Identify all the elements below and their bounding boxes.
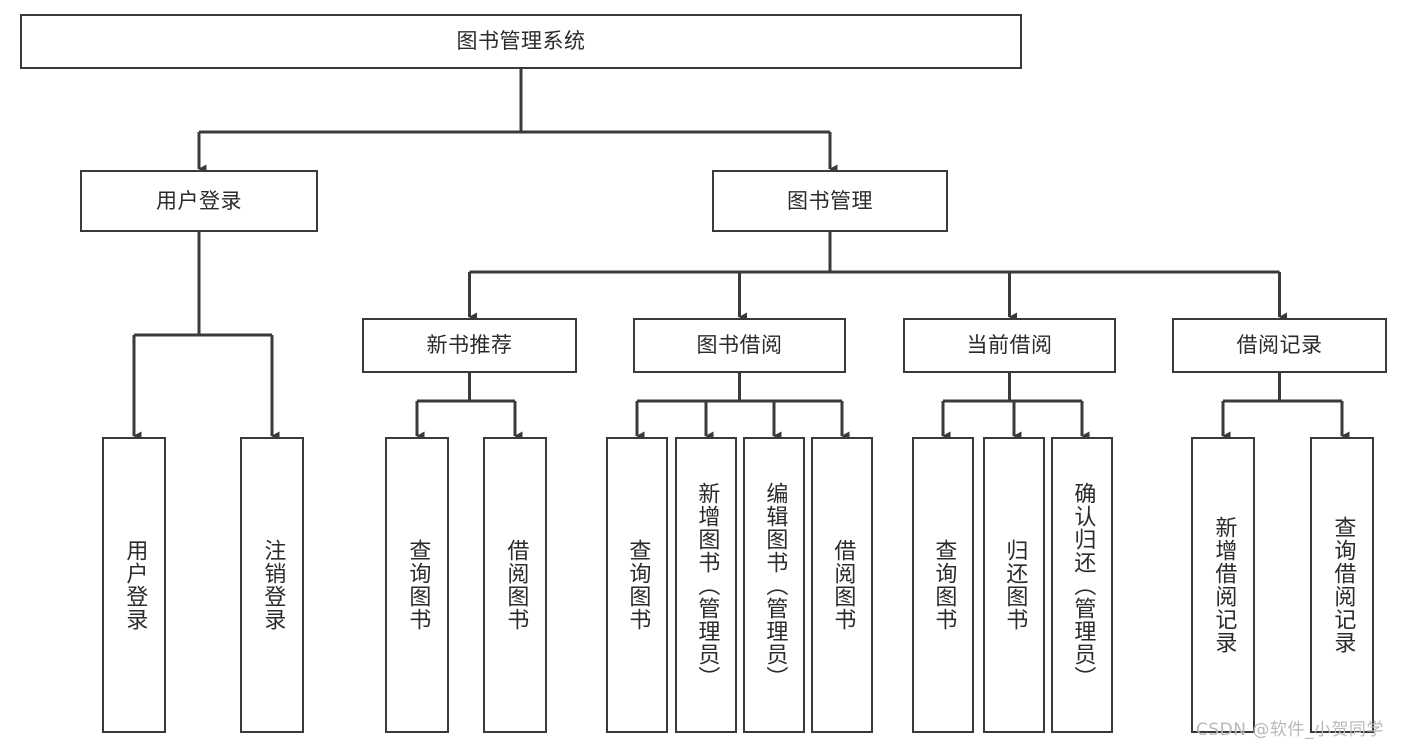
watermark-text: CSDN @软件_小贺同学 bbox=[1196, 720, 1384, 740]
leaf-node-add-borrow-record[interactable]: 新增借阅记录 bbox=[1191, 437, 1255, 733]
leaf-node-borrow-book-recommend[interactable]: 借阅图书 bbox=[483, 437, 547, 733]
leaf-node-confirm-return-admin[interactable]: 确认归还（管理员） bbox=[1051, 437, 1113, 733]
leaf-node-query-book-borrow[interactable]: 查询图书 bbox=[606, 437, 668, 733]
node-label: 新书推荐 bbox=[426, 333, 513, 357]
leaf-node-query-book-recommend[interactable]: 查询图书 bbox=[385, 437, 449, 733]
leaf-node-return-book[interactable]: 归还图书 bbox=[983, 437, 1045, 733]
node-label: 查询图书 bbox=[405, 539, 431, 631]
node-label: 新增图书（管理员） bbox=[694, 481, 720, 689]
leaf-node-edit-book-admin[interactable]: 编辑图书（管理员） bbox=[743, 437, 805, 733]
node-label: 确认归还（管理员） bbox=[1070, 481, 1096, 689]
leaf-node-borrow-book[interactable]: 借阅图书 bbox=[811, 437, 873, 733]
node-book-borrow[interactable]: 图书借阅 bbox=[633, 318, 846, 373]
node-label: 当前借阅 bbox=[966, 333, 1053, 357]
node-label: 借阅图书 bbox=[503, 539, 529, 631]
node-current-borrow[interactable]: 当前借阅 bbox=[903, 318, 1116, 373]
node-label: 图书借阅 bbox=[696, 333, 783, 357]
node-label: 借阅记录 bbox=[1236, 333, 1323, 357]
leaf-node-query-borrow-record[interactable]: 查询借阅记录 bbox=[1310, 437, 1374, 733]
leaf-node-user-login[interactable]: 用户登录 bbox=[102, 437, 166, 733]
node-label: 借阅图书 bbox=[830, 539, 856, 631]
node-root-system[interactable]: 图书管理系统 bbox=[20, 14, 1022, 69]
node-label: 归还图书 bbox=[1002, 539, 1028, 631]
node-label: 编辑图书（管理员） bbox=[762, 481, 788, 689]
node-label: 查询图书 bbox=[625, 539, 651, 631]
node-label: 图书管理系统 bbox=[456, 29, 586, 53]
node-label: 新增借阅记录 bbox=[1211, 516, 1237, 654]
node-label: 查询图书 bbox=[931, 539, 957, 631]
node-user-login[interactable]: 用户登录 bbox=[80, 170, 318, 232]
node-label: 用户登录 bbox=[156, 188, 242, 213]
node-book-management[interactable]: 图书管理 bbox=[712, 170, 948, 232]
node-new-book-recommend[interactable]: 新书推荐 bbox=[362, 318, 577, 373]
node-label: 用户登录 bbox=[122, 539, 148, 631]
node-label: 图书管理 bbox=[787, 188, 873, 213]
node-label: 注销登录 bbox=[260, 539, 286, 631]
leaf-node-logout-login[interactable]: 注销登录 bbox=[240, 437, 304, 733]
node-label: 查询借阅记录 bbox=[1330, 516, 1356, 654]
leaf-node-query-book-current[interactable]: 查询图书 bbox=[912, 437, 974, 733]
node-borrow-record[interactable]: 借阅记录 bbox=[1172, 318, 1387, 373]
leaf-node-add-book-admin[interactable]: 新增图书（管理员） bbox=[675, 437, 737, 733]
